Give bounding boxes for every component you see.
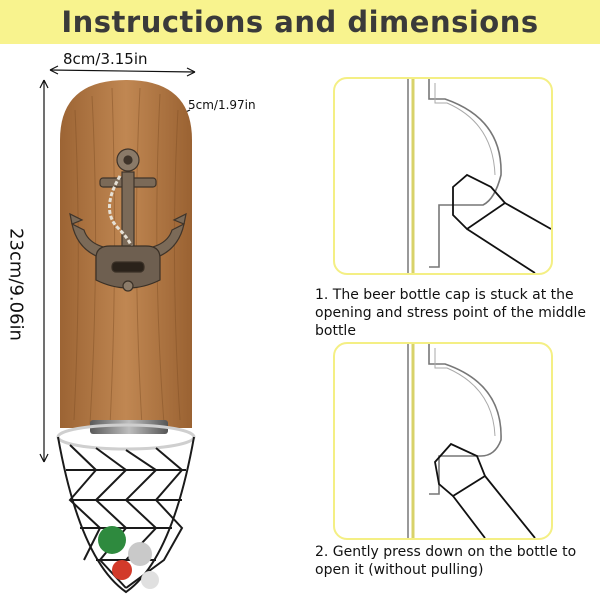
bottle-caps	[98, 526, 159, 589]
diagram-step-1	[407, 79, 551, 273]
height-label: 23cm/9.06in	[5, 228, 27, 341]
instruction-panel-1	[333, 77, 553, 275]
width-arrow	[49, 65, 196, 77]
diagram-step-2	[407, 344, 536, 538]
title-banner: Instructions and dimensions	[0, 0, 600, 44]
bottle-opener	[95, 245, 161, 292]
step-2-text: 2. Gently press down on the bottle to op…	[315, 544, 577, 578]
instruction-panel-2	[333, 342, 553, 540]
page-title: Instructions and dimensions	[61, 5, 539, 39]
depth-label: 5cm/1.97in	[188, 98, 256, 112]
height-arrow	[39, 79, 49, 463]
width-label: 8cm/3.15in	[63, 50, 148, 68]
step-1-text: 1. The beer bottle cap is stuck at the o…	[315, 287, 587, 339]
basket-net	[57, 436, 195, 594]
